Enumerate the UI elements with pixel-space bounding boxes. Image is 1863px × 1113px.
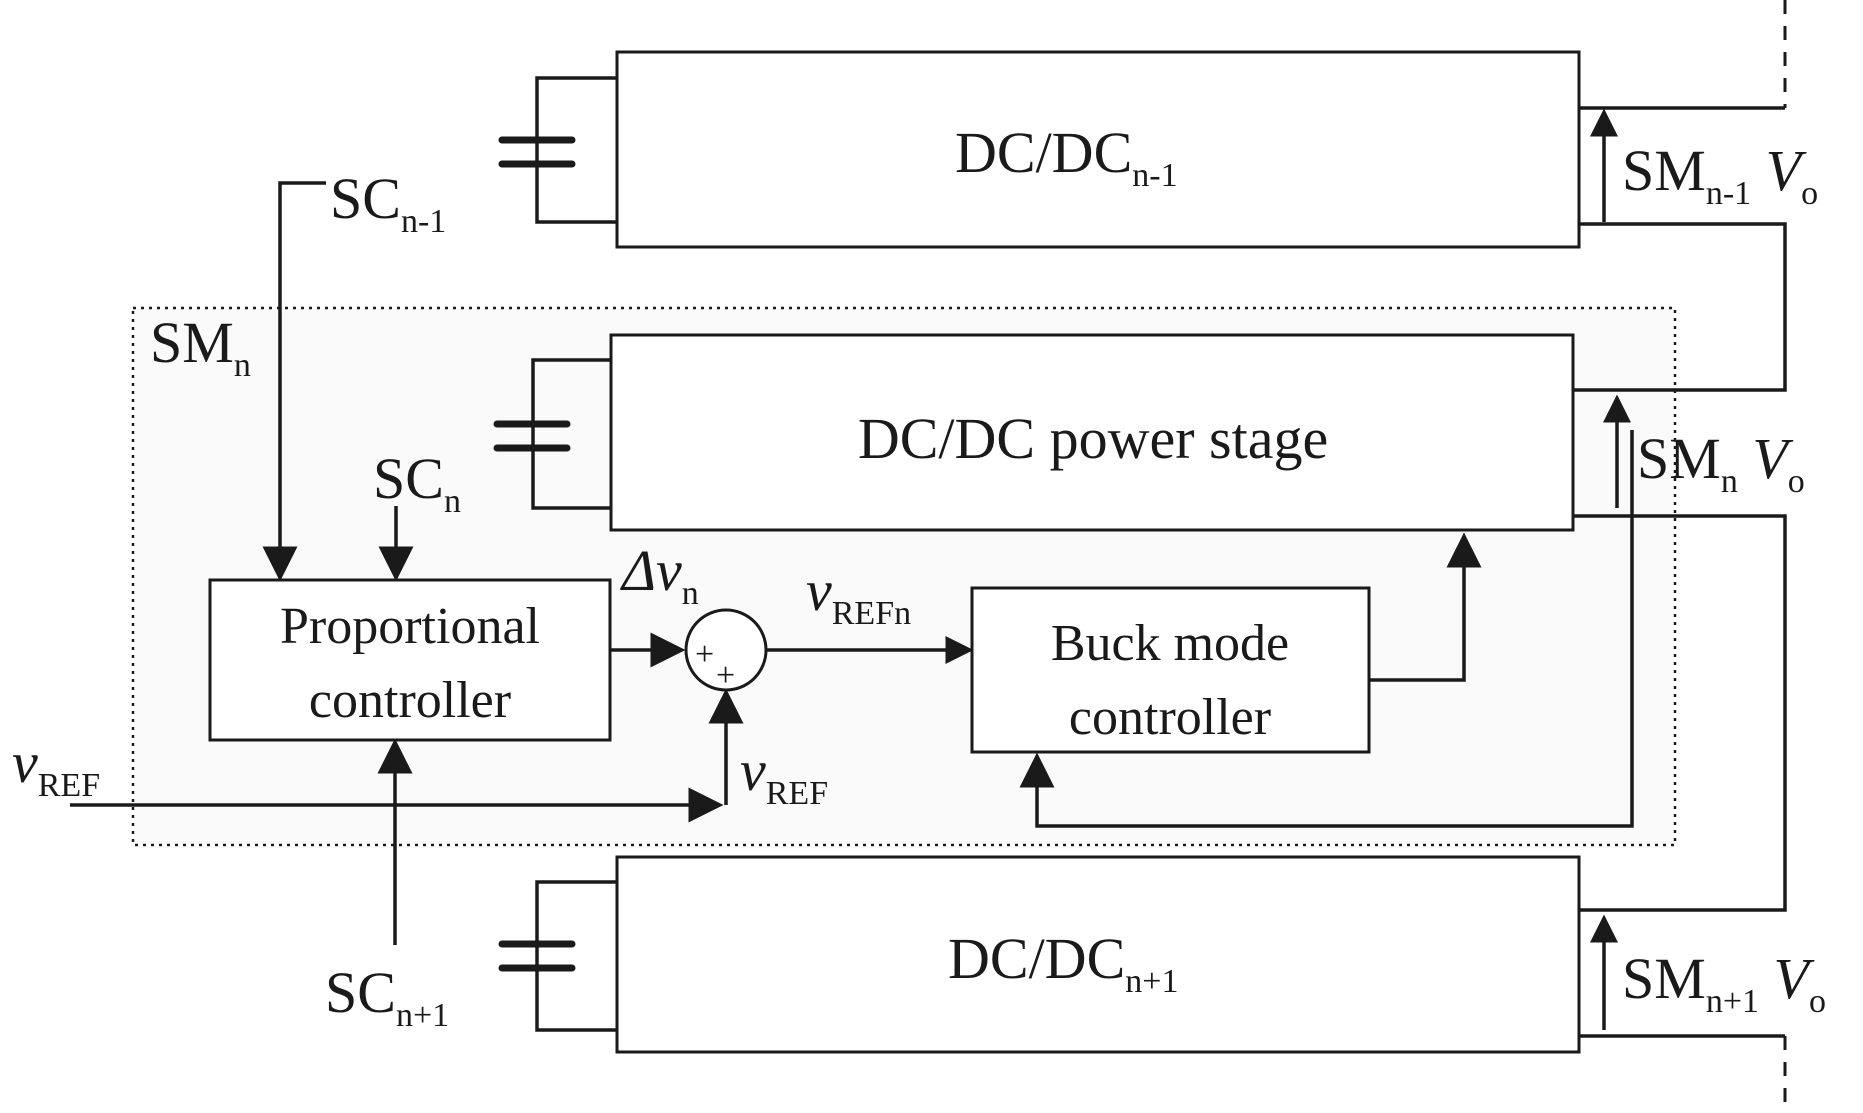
buck-controller-box: [970, 586, 1371, 754]
bottom-module-box: [615, 855, 1581, 1054]
bottom-output-label: SMn+1 Vo: [1622, 946, 1826, 1020]
bottom-module: DC/DCn+1: [498, 855, 1581, 1054]
proportional-controller-line1: Proportional: [280, 598, 540, 655]
delta-v-label: Δvn: [620, 538, 699, 612]
mid-to-bottom-link: [1573, 514, 1787, 912]
sc-prev-label: SCn-1: [330, 166, 446, 240]
vref-sum-label: vREF: [740, 738, 828, 812]
top-module-label: DC/DCn-1: [955, 120, 1178, 194]
mid-cap-wire: [531, 358, 611, 510]
output-wiring: [1573, 0, 1787, 1113]
top-to-mid-link: [1573, 222, 1787, 392]
top-module-box: [615, 50, 1581, 249]
vref-input-label: vREF: [12, 730, 100, 804]
buck-to-power-stage: [1369, 532, 1482, 682]
power-stage: DC/DC power stage: [493, 333, 1575, 532]
power-stage-label: DC/DC power stage: [858, 406, 1328, 471]
sc-curr-label: SCn: [373, 446, 461, 520]
power-stage-box: [609, 333, 1575, 532]
submodule-label: SMn: [150, 310, 251, 384]
proportional-controller-box: [208, 578, 612, 742]
bottom-module-label: DC/DCn+1: [948, 926, 1178, 1000]
proportional-controller-line2: controller: [309, 672, 511, 729]
top-module: DC/DCn-1: [498, 50, 1581, 249]
buck-controller-line1: Buck mode: [1051, 615, 1289, 672]
top-cap-wire: [535, 76, 617, 224]
sum-plus-bottom: +: [716, 657, 735, 694]
vrefn-label: vREFn: [806, 558, 911, 632]
top-output-label: SMn-1 Vo: [1622, 138, 1818, 212]
mid-output-label: SMn Vo: [1637, 426, 1805, 500]
sum-plus-left: +: [695, 636, 714, 673]
sc-next-label: SCn+1: [325, 960, 449, 1034]
bottom-cap-wire: [535, 880, 617, 1032]
voltage-feedback-loop: [1019, 430, 1634, 828]
sc-prev-signal: [262, 181, 326, 582]
buck-controller-line2: controller: [1069, 689, 1271, 746]
